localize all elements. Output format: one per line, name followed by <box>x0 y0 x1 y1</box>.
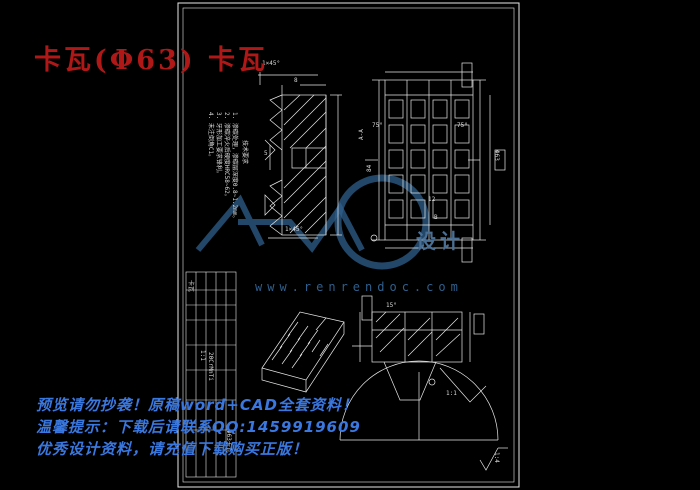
angle-75-left: 75° <box>372 122 383 129</box>
drawing-title: 卡瓦(Φ63) 卡瓦 <box>34 45 269 76</box>
front-view-teeth <box>365 62 506 263</box>
dim-chamfer: 1×45° <box>262 60 281 67</box>
dim-chamfer-bottom: 1×45° <box>285 226 304 233</box>
watermark-ring <box>334 174 430 270</box>
part-scale: 1:1 <box>199 350 206 361</box>
view-b-label: B <box>434 214 438 221</box>
tech-req-1: 1. 渗碳处理，渗碳层深度0.8~1.2mm。 <box>231 112 238 222</box>
notice-line-3: 优秀设计资料，请充值下载购买正版！ <box>36 440 309 458</box>
tech-req-2: 2. 渗碳淬火后硬度HRC58~62。 <box>223 112 230 200</box>
notice-line-1: 预览请勿抄袭！原稿word+CAD全套资料！ <box>36 396 358 414</box>
watermark-brand: 设计 <box>416 229 464 253</box>
angle-15: 15° <box>386 302 397 309</box>
section-view-teeth <box>258 72 342 239</box>
tech-req-4: 4. 未注倒角C1。 <box>207 112 214 161</box>
section-aa <box>339 295 499 441</box>
watermark-url: www.renrendoc.com <box>255 280 463 294</box>
part-name: 卡瓦 <box>187 280 194 293</box>
section-label: A-A <box>358 129 365 140</box>
inner-border <box>182 7 515 483</box>
gear-ratio: 1:1 <box>446 390 457 397</box>
tech-req-title: 技术要求 <box>241 140 248 165</box>
watermark-glyphs <box>195 194 365 253</box>
bottom-callout: 1:4 <box>493 452 500 463</box>
dim-12: 12 <box>428 196 436 203</box>
sheet-border <box>177 2 520 488</box>
tech-req-3: 3. 牙形加工要求锋利。 <box>215 112 222 177</box>
dim-5: 5 <box>264 150 268 157</box>
title-block <box>185 271 237 478</box>
dim-phi63: Φ63 <box>493 150 500 161</box>
part-material: 20CrMnTi <box>207 352 214 381</box>
angle-75-right: 75° <box>457 122 468 129</box>
dim-84: 84 <box>366 164 373 172</box>
dim-8: 8 <box>294 77 298 84</box>
isometric-view <box>261 311 345 393</box>
roughness-callout <box>479 447 508 471</box>
notice-line-2: 温馨提示：下载后请联系QQ:1459919609 <box>36 418 361 436</box>
